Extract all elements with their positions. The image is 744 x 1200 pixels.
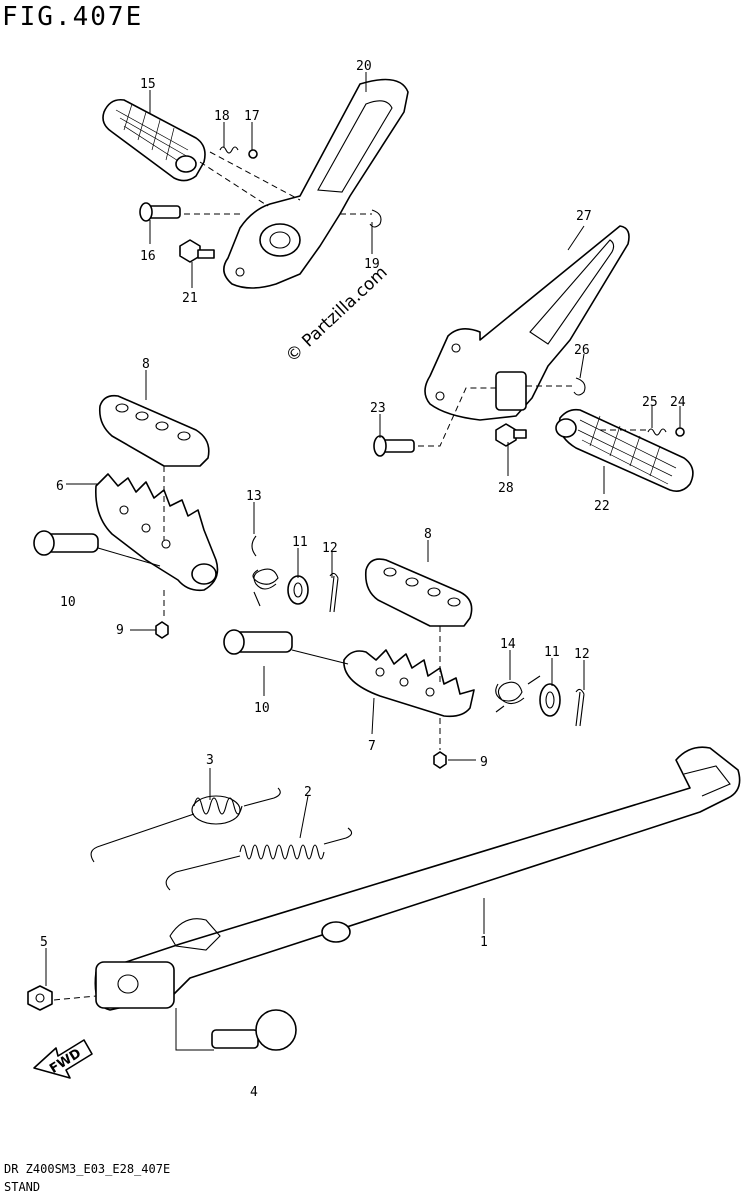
callout: 21 (182, 291, 198, 306)
callout: 18 (214, 109, 230, 124)
callout: 8 (424, 527, 432, 542)
part-26-clip[interactable] (573, 377, 586, 396)
callout: 10 (254, 701, 270, 716)
callout: 10 (60, 595, 76, 610)
part-24-ball[interactable] (675, 427, 685, 437)
callout: 7 (368, 739, 376, 754)
figure-title: FIG.407E (2, 2, 144, 32)
part-13-spring[interactable] (251, 535, 279, 607)
part-12-cotter-pin[interactable] (329, 572, 339, 613)
callout: 12 (322, 541, 338, 556)
part-7-footrest[interactable] (343, 649, 475, 718)
callout: 13 (246, 489, 262, 504)
callout-labels: 20 15 18 17 16 19 21 27 26 25 24 23 28 2… (40, 59, 686, 1100)
callout: 22 (594, 499, 610, 514)
part-8-footrest-rubber-lower[interactable] (364, 558, 473, 627)
part-2-spring[interactable] (165, 827, 353, 891)
callout: 9 (116, 623, 124, 638)
footer-name: STAND (4, 1180, 41, 1194)
callout: 11 (292, 535, 308, 550)
callout: 28 (498, 481, 514, 496)
callout: 4 (250, 1085, 258, 1100)
part-11-washer-lower[interactable] (539, 683, 561, 717)
callout: 11 (544, 645, 560, 660)
callout: 6 (56, 479, 64, 494)
callout: 3 (206, 753, 214, 768)
part-18-spring[interactable] (219, 146, 239, 154)
part-1-side-stand[interactable] (94, 746, 741, 1011)
callout: 9 (480, 755, 488, 770)
callout: 16 (140, 249, 156, 264)
part-27-footrest-bracket[interactable] (424, 225, 630, 421)
callout: 8 (142, 357, 150, 372)
part-6-footrest[interactable] (95, 473, 219, 592)
part-19-clip[interactable] (369, 209, 382, 228)
callout: 25 (642, 395, 658, 410)
part-5-nut[interactable] (27, 985, 53, 1011)
part-15-footrest-peg[interactable] (102, 98, 206, 182)
callout: 27 (576, 209, 592, 224)
callout: 14 (500, 637, 516, 652)
part-9-bolt[interactable] (155, 621, 169, 639)
part-10-pin-lower[interactable] (223, 629, 293, 655)
footer-code: DR Z400SM3_E03_E28_407E (4, 1162, 171, 1176)
part-25-spring[interactable] (647, 428, 667, 436)
callout: 1 (480, 935, 488, 950)
callout: 24 (670, 395, 686, 410)
callout: 12 (574, 647, 590, 662)
part-22-footrest-peg[interactable] (555, 408, 694, 492)
callout: 26 (574, 343, 590, 358)
part-17-ball[interactable] (248, 149, 258, 159)
part-14-spring[interactable] (495, 675, 541, 713)
part-28-bolt[interactable] (495, 423, 527, 447)
callout: 5 (40, 935, 48, 950)
part-4-bolt[interactable] (211, 1009, 297, 1051)
part-9-bolt-lower[interactable] (433, 751, 447, 769)
leader-lines (45, 72, 681, 986)
part-12-cotter-pin-lower[interactable] (575, 688, 585, 727)
part-3-spring[interactable] (90, 787, 281, 863)
part-21-bolt[interactable] (179, 239, 215, 263)
part-16-pin[interactable] (139, 202, 181, 222)
part-10-pin[interactable] (33, 530, 99, 556)
part-23-pin[interactable] (373, 435, 415, 457)
part-8-footrest-rubber[interactable] (98, 394, 210, 467)
callout: 17 (244, 109, 260, 124)
fwd-arrow-icon: FWD (33, 1039, 93, 1079)
part-11-washer[interactable] (287, 575, 309, 605)
callout: 2 (304, 785, 312, 800)
callout: 15 (140, 77, 156, 92)
callout: 20 (356, 59, 372, 74)
part-20-footrest-bracket[interactable] (223, 78, 409, 289)
callout: 23 (370, 401, 386, 416)
callout: 19 (364, 257, 380, 272)
